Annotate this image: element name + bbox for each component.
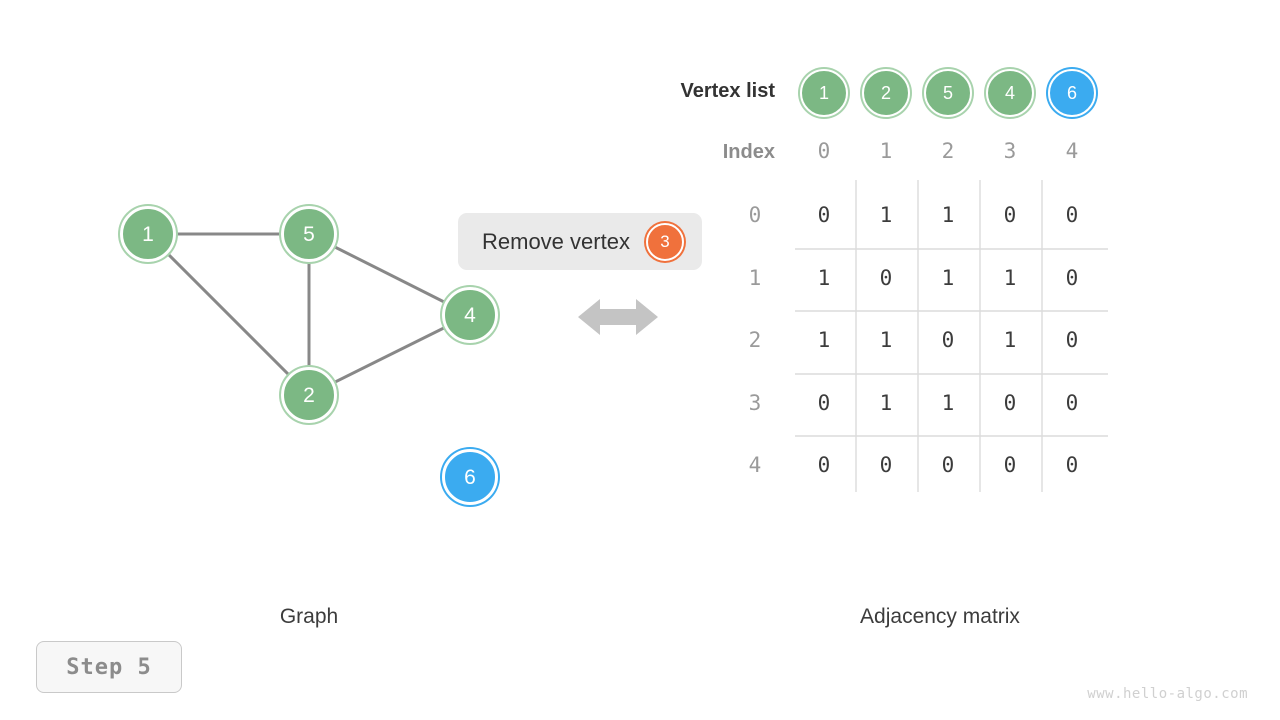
vertex-list-item-label: 6 (1066, 82, 1077, 103)
matrix-cell-3-0: 0 (817, 391, 831, 415)
matrix-cell-0-2: 1 (941, 203, 955, 227)
matrix-cell-1-1: 0 (879, 266, 893, 290)
operation-vertex-badge-value: 3 (660, 232, 670, 251)
graph-node-label: 5 (303, 222, 315, 246)
matrix-cell-3-3: 0 (1003, 391, 1017, 415)
row-index-0: 0 (748, 203, 762, 227)
matrix-cell-2-1: 1 (879, 328, 893, 352)
matrix-cell-1-3: 1 (1003, 266, 1017, 290)
vertex-list-item-2[interactable]: 2 (862, 69, 910, 117)
column-index-2: 2 (941, 139, 955, 163)
graph-node-6[interactable]: 6 (442, 449, 498, 505)
operation-label: Remove vertex (482, 228, 630, 254)
matrix-cell-1-2: 1 (941, 266, 955, 290)
vertex-list-item-4[interactable]: 4 (986, 69, 1034, 117)
graph-node-label: 4 (464, 303, 476, 327)
column-index-3: 3 (1003, 139, 1017, 163)
vertex-list-item-1[interactable]: 1 (800, 69, 848, 117)
matrix-cell-1-4: 0 (1065, 266, 1079, 290)
graph-node-ring (120, 206, 176, 262)
matrix-cell-0-0: 0 (817, 203, 831, 227)
matrix-cell-4-3: 0 (1003, 453, 1017, 477)
matrix-cell-0-1: 1 (879, 203, 893, 227)
column-index-4: 4 (1065, 139, 1079, 163)
matrix-cell-4-4: 0 (1065, 453, 1079, 477)
column-index-1: 1 (879, 139, 893, 163)
graph-node-1[interactable]: 1 (120, 206, 176, 262)
column-index-0: 0 (817, 139, 831, 163)
graph-node-label: 1 (142, 222, 154, 246)
watermark: www.hello-algo.com (1087, 686, 1248, 702)
step-badge: Step 5 (36, 641, 182, 693)
vertex-list-item-label: 5 (942, 82, 953, 103)
matrix-gridlines (795, 180, 1108, 492)
graph-node-4[interactable]: 4 (442, 287, 498, 343)
operation-vertex-badge: 3 (645, 222, 684, 261)
graph-node-5[interactable]: 5 (281, 206, 337, 262)
row-index-2: 2 (748, 328, 762, 352)
graph-node-ring (281, 206, 337, 262)
matrix-caption: Adjacency matrix (860, 605, 1020, 628)
matrix-cell-2-3: 1 (1003, 328, 1017, 352)
double-arrow-horizontal-icon (578, 299, 658, 335)
graph-edge (308, 232, 471, 317)
matrix-cell-4-2: 0 (941, 453, 955, 477)
matrix-cell-2-0: 1 (817, 328, 831, 352)
vertex-list-item-6[interactable]: 6 (1048, 69, 1096, 117)
matrix-cell-2-2: 0 (941, 328, 955, 352)
vertex-list-item-5[interactable]: 5 (924, 69, 972, 117)
graph-panel: 1 5 4 2 6 (0, 0, 560, 580)
graph-node-ring (281, 367, 337, 423)
step-label: Step 5 (66, 654, 152, 680)
graph-edge (308, 313, 471, 397)
vertex-list-item-label: 1 (818, 82, 829, 103)
graph-node-label: 2 (303, 383, 315, 407)
graph-caption: Graph (279, 605, 339, 628)
remove-vertex-operation[interactable]: Remove vertex 3 (458, 213, 702, 270)
matrix-cell-3-2: 1 (941, 391, 955, 415)
vertex-list-item-label: 2 (880, 82, 891, 103)
graph-edge (146, 232, 311, 397)
adjacency-matrix-panel: Vertex list Index 1 2 5 4 6 0 1 2 3 4 0 0 1 1 0 0 1 1 0 1… (640, 0, 1280, 580)
vertex-list-label: Vertex list (680, 80, 775, 102)
graph-node-ring (442, 287, 498, 343)
graph-node-label: 6 (464, 465, 476, 489)
matrix-cell-4-1: 0 (879, 453, 893, 477)
vertex-list-item-label: 4 (1004, 82, 1015, 103)
matrix-cell-1-0: 1 (817, 266, 831, 290)
graph-node-ring (442, 449, 498, 505)
matrix-cell-0-4: 0 (1065, 203, 1079, 227)
matrix-cell-2-4: 0 (1065, 328, 1079, 352)
row-index-4: 4 (748, 453, 762, 477)
matrix-cell-3-4: 0 (1065, 391, 1079, 415)
row-index-1: 1 (748, 266, 762, 290)
graph-node-2[interactable]: 2 (281, 367, 337, 423)
matrix-cell-3-1: 1 (879, 391, 893, 415)
matrix-cell-0-3: 0 (1003, 203, 1017, 227)
index-label: Index (722, 141, 775, 163)
matrix-cell-4-0: 0 (817, 453, 831, 477)
row-index-3: 3 (748, 391, 762, 415)
